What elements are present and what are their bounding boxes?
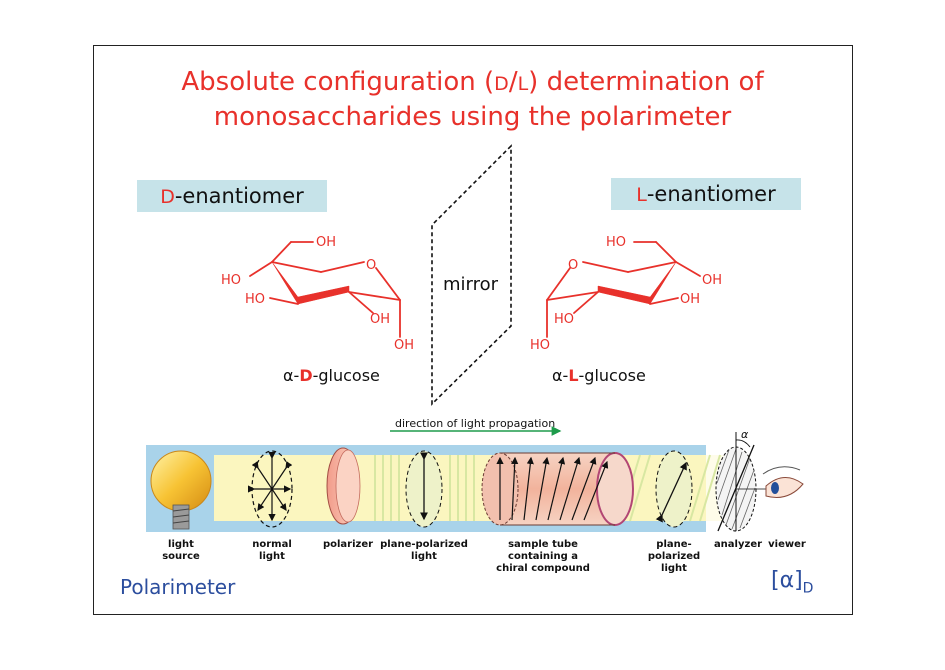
figure-title: Absolute configuration (D/L) determinati… <box>181 67 764 132</box>
propagation-label: direction of light propagation <box>395 417 556 430</box>
l-ch2oh-label: HO <box>606 235 626 250</box>
l-c2-label: HO <box>554 312 574 327</box>
rotated-polarized-light-icon <box>655 450 693 528</box>
label-viewer: viewer <box>768 539 806 550</box>
mirror-plane <box>431 144 512 406</box>
analyzer-angle-label: α <box>741 428 749 441</box>
l-enantiomer-label: L-enantiomer <box>611 178 801 210</box>
title-l: L <box>517 73 529 95</box>
normal-light-icon <box>248 450 293 528</box>
d-c1-label: OH <box>394 338 414 353</box>
d-ch2oh-label: OH <box>316 235 336 250</box>
title-d: D <box>494 73 509 95</box>
eye-icon <box>762 466 804 498</box>
sample-tube-icon <box>481 452 634 526</box>
d-ring-o-label: O <box>366 258 376 273</box>
label-analyzer: analyzer <box>713 539 763 550</box>
d-glucose-name: α-D-glucose <box>283 366 380 385</box>
analyzer-icon: α <box>715 428 780 532</box>
l-ring-o-label: O <box>568 258 578 273</box>
l-glucose-structure <box>546 241 701 338</box>
light-bulb-icon <box>150 450 212 530</box>
l-c1-label: HO <box>530 338 550 353</box>
footer-title: Polarimeter <box>120 575 236 599</box>
figure-frame <box>93 45 853 615</box>
l-c4-label: OH <box>702 273 722 288</box>
mirror-label: mirror <box>443 274 499 295</box>
plane-polarized-light-icon <box>405 450 443 528</box>
polarized-stripes <box>374 455 475 521</box>
l-glucose-name: α-L-glucose <box>552 366 646 385</box>
polarizer-icon <box>326 447 361 525</box>
specific-rotation-symbol: [α]D <box>771 568 814 597</box>
l-c3-label: OH <box>680 292 700 307</box>
d-enantiomer-label: D-enantiomer <box>137 180 327 212</box>
d-glucose-structure <box>249 241 401 338</box>
d-c2-label: OH <box>370 312 390 327</box>
title-line2: monosaccharides using the polarimeter <box>213 102 732 132</box>
d-c3-label: HO <box>245 292 265 307</box>
d-c4-label: HO <box>221 273 241 288</box>
label-polarizer: polarizer <box>322 539 374 550</box>
